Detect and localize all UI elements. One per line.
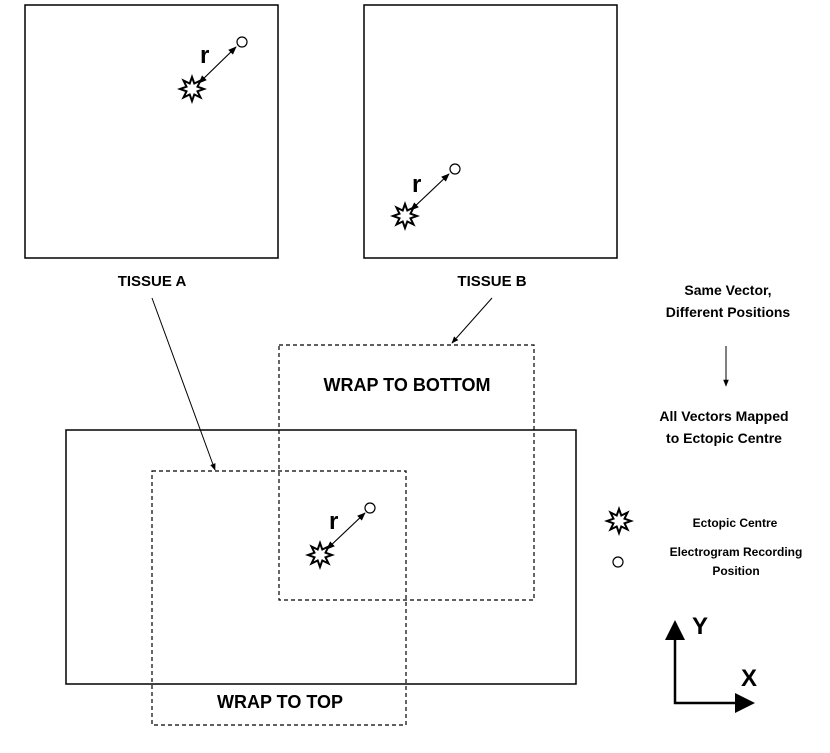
tissue-b-vector-label: r xyxy=(412,171,421,198)
tissue-a-vector-label: r xyxy=(200,42,209,69)
axes-indicator: Y X xyxy=(665,613,757,713)
same-vector-note-line2: Different Positions xyxy=(666,304,791,320)
y-axis-label: Y xyxy=(692,613,708,640)
x-axis-arrowhead xyxy=(735,693,755,713)
tissue-b-ectopic-icon xyxy=(392,203,418,229)
tissue-b-label: TISSUE B xyxy=(457,273,526,290)
tissue-a-pointer-arrow xyxy=(151,297,216,471)
wrap-to-bottom-region xyxy=(278,344,535,601)
mapped-tissue-box xyxy=(65,429,577,685)
x-axis-label: X xyxy=(741,665,757,692)
tissue-a-ectopic-icon xyxy=(179,76,205,102)
same-vector-note-line1: Same Vector, xyxy=(684,282,771,298)
mapped-vector-arrow xyxy=(326,512,366,550)
mapped-recording-icon xyxy=(364,502,376,514)
tissue-a-vector-arrow xyxy=(198,46,237,84)
wrap-to-bottom-label: WRAP TO BOTTOM xyxy=(323,375,490,395)
mapped-vector-label: r xyxy=(329,508,338,535)
mapped-ectopic-icon xyxy=(307,542,333,568)
legend-recording-label-line2: Position xyxy=(712,564,759,578)
wrap-to-top-region xyxy=(151,470,407,726)
legend-recording-icon xyxy=(612,556,624,568)
tissue-b-pointer-arrow xyxy=(451,297,493,344)
tissue-a-box xyxy=(24,4,279,259)
tissue-b-box xyxy=(363,4,618,259)
legend-recording-label-line1: Electrogram Recording xyxy=(670,545,803,559)
tissue-a-label: TISSUE A xyxy=(118,273,187,290)
wrap-to-top-label: WRAP TO TOP xyxy=(217,692,343,712)
legend-ectopic-icon xyxy=(606,508,632,534)
all-vectors-note-line1: All Vectors Mapped xyxy=(659,408,788,424)
tissue-b-recording-icon xyxy=(449,163,461,175)
tissue-b-vector-arrow xyxy=(410,173,450,211)
legend-ectopic-label: Ectopic Centre xyxy=(693,516,778,530)
y-axis-arrowhead xyxy=(665,620,685,640)
all-vectors-note-line2: to Ectopic Centre xyxy=(666,430,782,446)
tissue-a-recording-icon xyxy=(236,36,248,48)
